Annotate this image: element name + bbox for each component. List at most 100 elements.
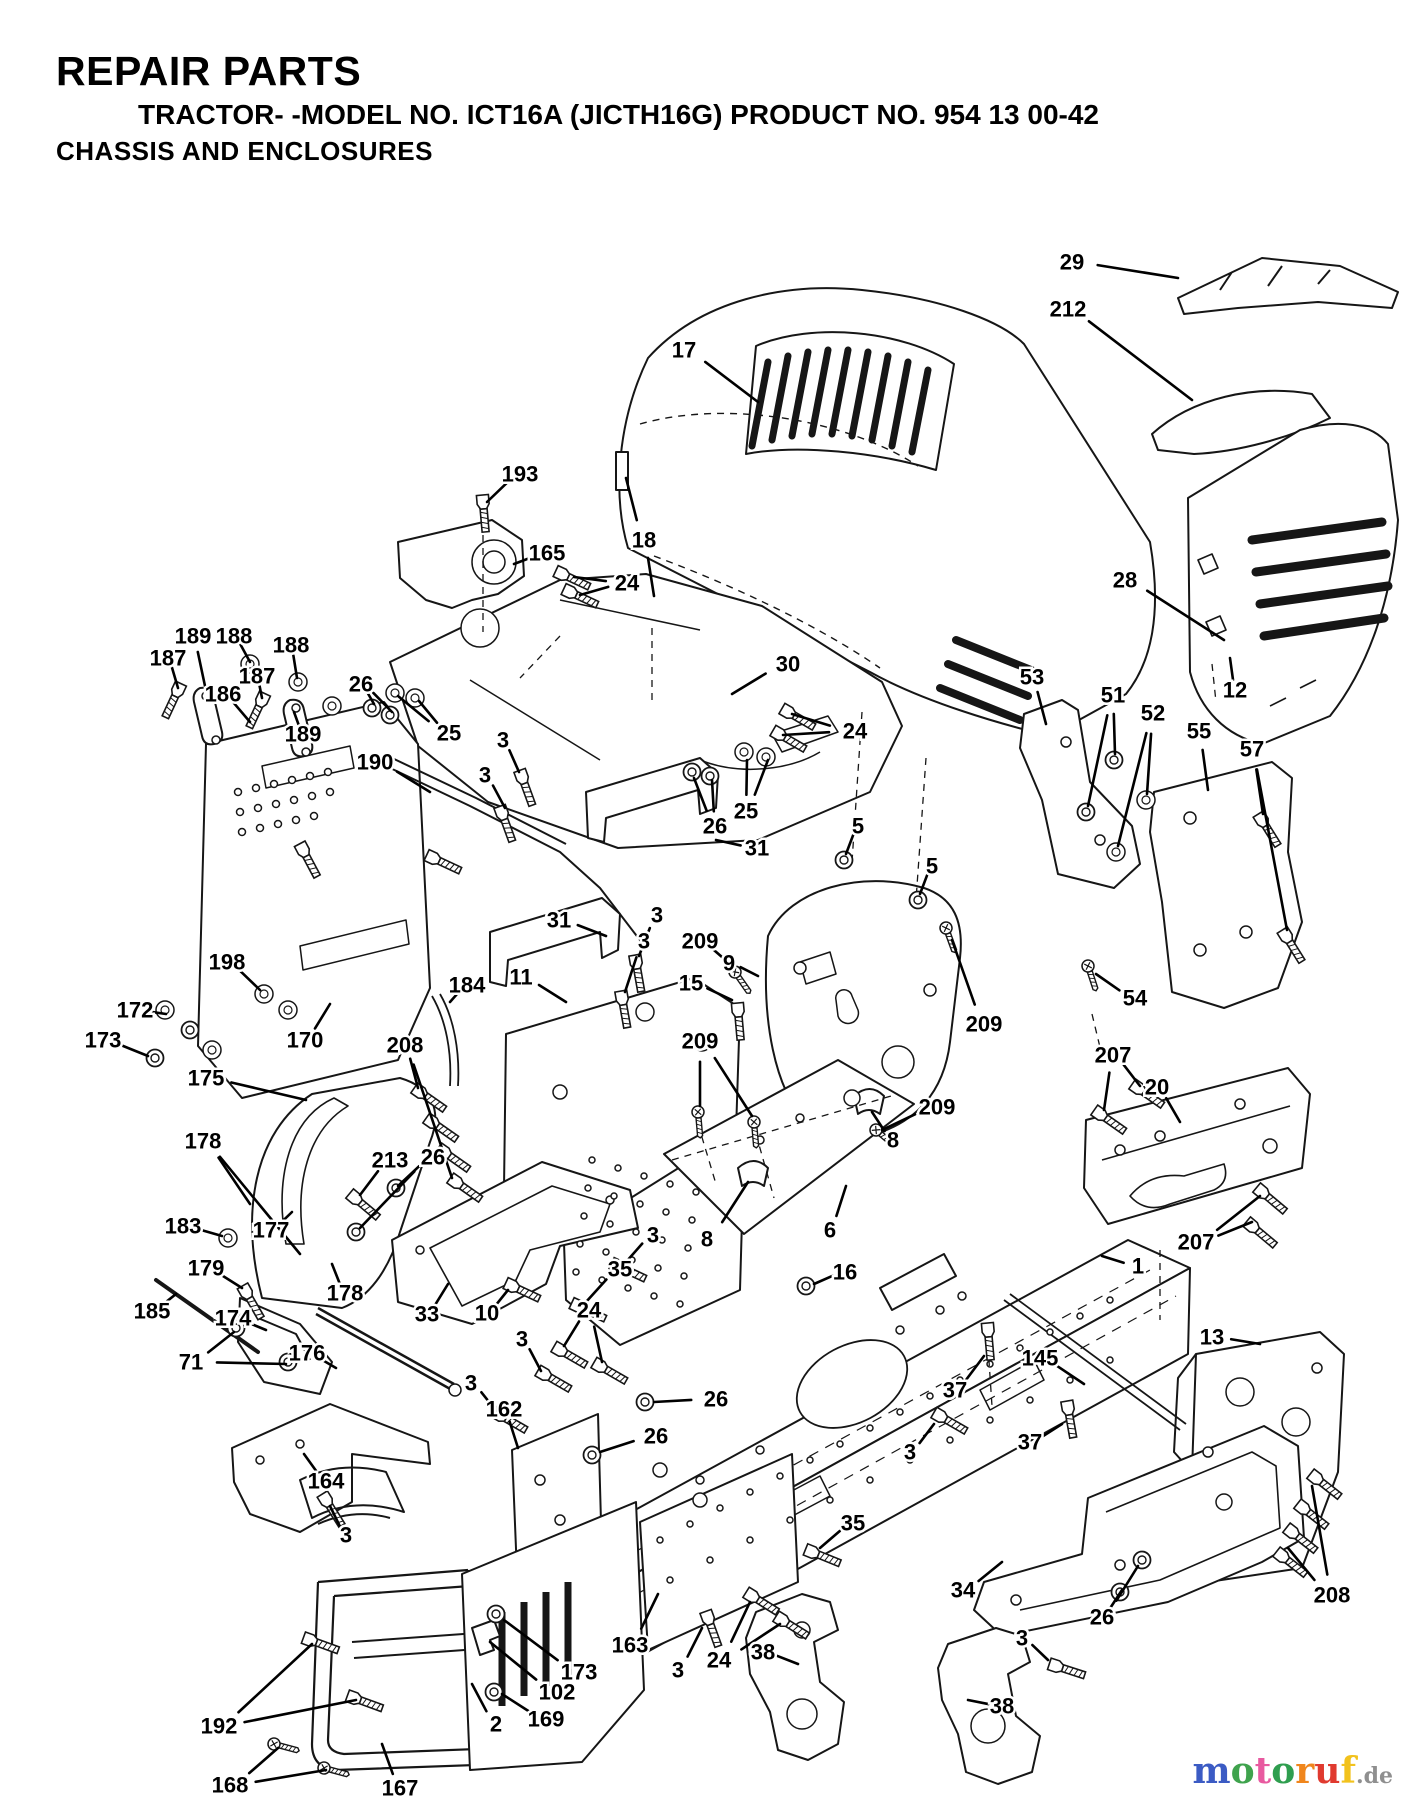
callout-label: 5 — [926, 854, 938, 879]
leader-line — [218, 1155, 302, 1256]
callout-label: 26 — [644, 1424, 668, 1449]
construction-line — [755, 1133, 775, 1199]
leader-line — [396, 694, 430, 723]
callout-label: 213 — [372, 1148, 409, 1173]
hole — [1026, 1396, 1034, 1404]
hole — [1215, 1493, 1233, 1511]
part-frame-top-slot — [879, 1253, 957, 1311]
hole — [755, 1445, 765, 1455]
hole — [251, 783, 261, 793]
callout-label: 6 — [824, 1218, 836, 1243]
callout-label: 207 — [1178, 1230, 1215, 1255]
part-panel-2 — [461, 1501, 645, 1771]
callout-label: 169 — [528, 1707, 565, 1732]
leader-line — [1094, 972, 1121, 992]
callout-label: 145 — [1022, 1346, 1059, 1371]
leader-line — [775, 1654, 800, 1666]
bolt-icon — [1046, 1657, 1088, 1682]
washer-icon — [1106, 842, 1126, 862]
hole — [836, 1440, 844, 1448]
hole — [746, 1488, 754, 1496]
callout-label: 34 — [951, 1578, 976, 1603]
part-hood-vent-slots — [748, 346, 932, 456]
leader-line — [739, 965, 760, 978]
leader-line — [624, 1242, 644, 1264]
bolt-icon — [1251, 1182, 1290, 1217]
hole — [291, 815, 301, 825]
leader-line — [502, 1618, 559, 1662]
hole — [970, 1708, 1006, 1744]
hole — [255, 823, 265, 833]
hole — [662, 1208, 670, 1216]
callout-label: 183 — [165, 1214, 202, 1239]
hole — [1183, 811, 1197, 825]
hole — [676, 1300, 684, 1308]
leader-line — [1229, 1337, 1262, 1346]
leader-line — [417, 699, 439, 725]
callout-label: 172 — [117, 998, 154, 1023]
hole — [289, 795, 299, 805]
bolt-icon — [1241, 1216, 1280, 1251]
leader-line — [232, 701, 252, 724]
leader-line — [119, 1043, 150, 1058]
washer-icon — [278, 1000, 298, 1020]
callout-label: 31 — [745, 836, 769, 861]
callout-label: 198 — [209, 950, 246, 975]
callout-label: 3 — [340, 1523, 352, 1548]
callout-label: 16 — [833, 1260, 857, 1285]
washer-icon — [322, 696, 342, 716]
model-line: TRACTOR- -MODEL NO. ICT16A (JICTH16G) PR… — [138, 99, 1099, 130]
leader-line — [170, 666, 180, 690]
callout-label: 170 — [287, 1028, 324, 1053]
leader-line — [292, 710, 301, 729]
leader-line — [528, 1347, 543, 1373]
callout-label: 209 — [919, 1095, 956, 1120]
leader-line — [740, 1622, 782, 1651]
hole — [686, 1520, 694, 1528]
leader-line — [745, 758, 749, 796]
leader-line — [494, 1288, 510, 1307]
part-panel-2-slots — [498, 1582, 572, 1706]
leader-line — [470, 1682, 488, 1713]
leader-line — [197, 1227, 224, 1238]
hole — [636, 1200, 644, 1208]
nut-icon — [908, 890, 928, 910]
callout-label: 10 — [475, 1301, 499, 1326]
leader-line — [500, 1692, 530, 1713]
callout-label: 167 — [382, 1776, 419, 1800]
callout-label: 29 — [1060, 250, 1084, 275]
callout-label: 164 — [308, 1469, 345, 1494]
hole — [654, 1264, 662, 1272]
callout-label: 168 — [212, 1773, 249, 1798]
callout-label: 193 — [502, 462, 539, 487]
hole — [269, 779, 279, 789]
hole — [1311, 1362, 1323, 1374]
hole — [554, 1514, 566, 1526]
callout-label: 188 — [273, 633, 310, 658]
bolt-icon — [590, 1356, 630, 1387]
hole — [448, 1383, 462, 1397]
nut-icon — [635, 1392, 655, 1412]
hole — [273, 819, 283, 829]
leader-line — [219, 1273, 244, 1290]
callout-label: 15 — [679, 971, 703, 996]
leader-line — [257, 681, 264, 700]
hole — [806, 1456, 814, 1464]
hole — [201, 691, 211, 701]
hole — [793, 961, 807, 975]
callout-label: 28 — [1113, 568, 1137, 593]
callout-label: 3 — [1016, 1626, 1028, 1651]
leader-line — [1164, 1096, 1182, 1124]
callout-label: 184 — [449, 973, 486, 998]
hole — [1202, 1446, 1214, 1458]
callout-label: 190 — [357, 750, 394, 775]
part-grille-28-slots — [1247, 517, 1393, 641]
part-grille-28-tabs — [1197, 553, 1317, 707]
callout-label: 26 — [704, 1387, 728, 1412]
callout-label: 3 — [904, 1440, 916, 1465]
construction-line — [915, 757, 927, 901]
leader-line — [1215, 1194, 1262, 1232]
hole — [650, 1292, 658, 1300]
leader-line — [480, 1390, 499, 1414]
leader-line — [562, 1320, 581, 1348]
